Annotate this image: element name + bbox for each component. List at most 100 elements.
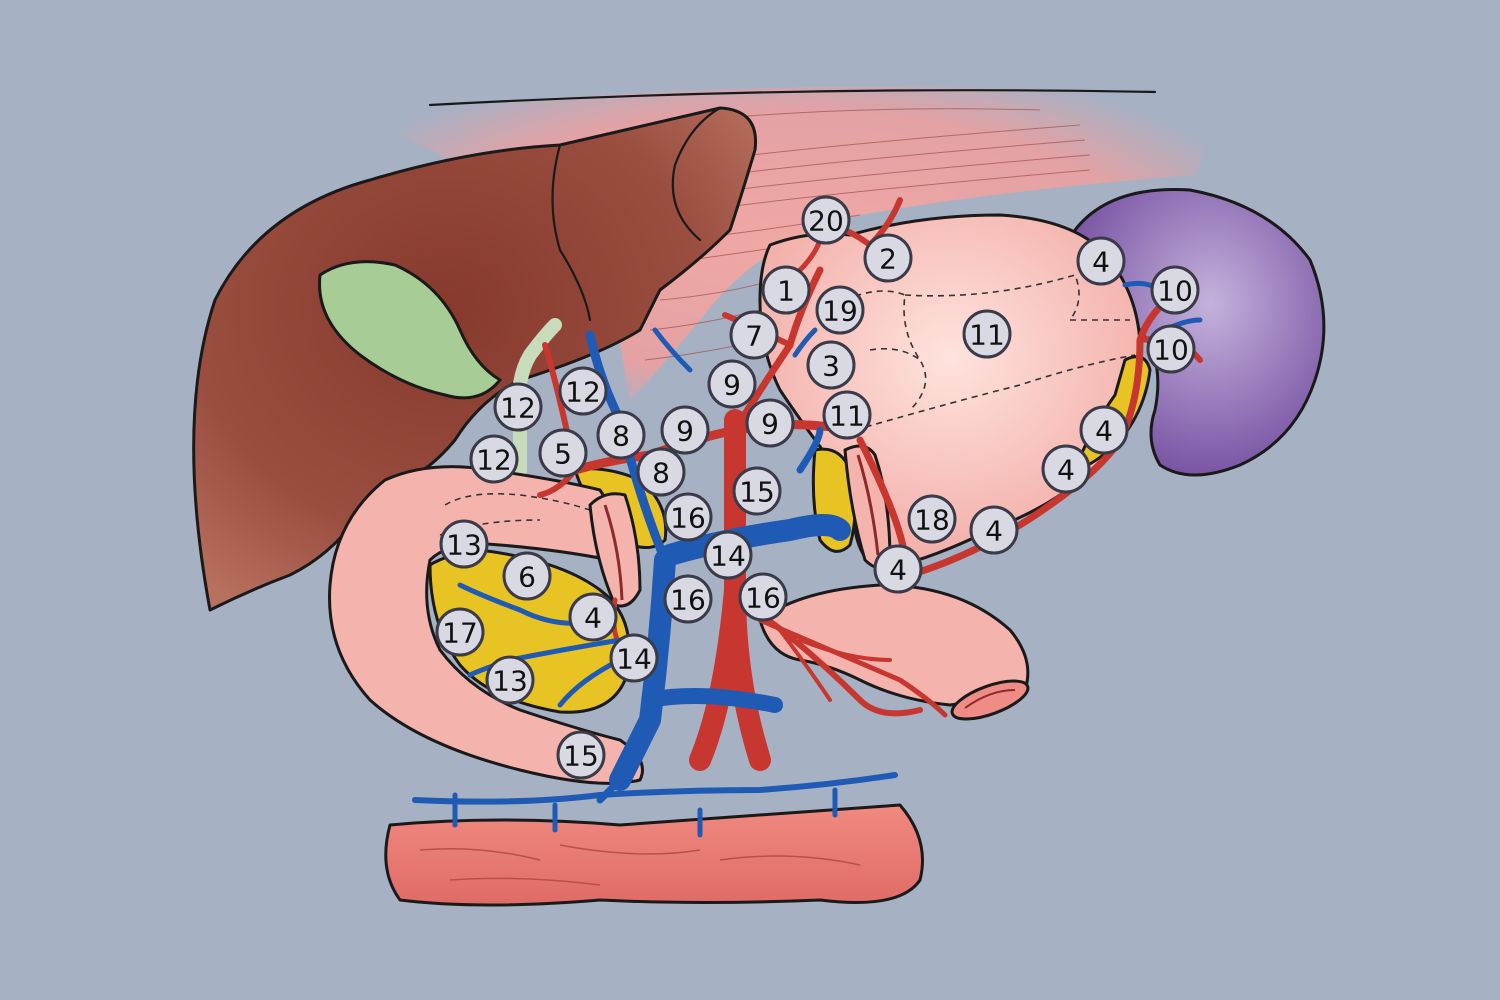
station-marker-10: 10 <box>1146 324 1196 374</box>
station-marker-20: 20 <box>801 195 851 245</box>
marker-circle <box>863 233 913 283</box>
transverse-colon <box>384 803 924 907</box>
marker-label: 8 <box>612 420 630 453</box>
station-marker-11: 11 <box>962 309 1012 359</box>
station-marker-3: 3 <box>806 340 856 390</box>
station-marker-12: 12 <box>558 366 608 416</box>
station-marker-4: 4 <box>969 505 1019 555</box>
station-marker-18: 18 <box>907 494 957 544</box>
station-marker-19: 19 <box>815 285 865 335</box>
marker-label: 14 <box>710 540 746 573</box>
marker-label: 11 <box>829 400 865 433</box>
marker-label: 10 <box>1153 334 1189 367</box>
marker-circle <box>745 398 795 448</box>
station-marker-8: 8 <box>636 447 686 497</box>
marker-circle <box>568 592 618 642</box>
marker-label: 8 <box>652 457 670 490</box>
marker-circle <box>822 390 872 440</box>
marker-label: 1 <box>777 275 795 308</box>
marker-circle <box>556 730 606 780</box>
station-marker-17: 17 <box>435 607 485 657</box>
station-marker-12: 12 <box>493 382 543 432</box>
marker-label: 2 <box>879 243 897 276</box>
marker-circle <box>703 530 753 580</box>
marker-circle <box>732 466 782 516</box>
marker-circle <box>663 492 713 542</box>
marker-circle <box>660 405 710 455</box>
station-marker-4: 4 <box>1079 405 1129 455</box>
station-marker-1: 1 <box>761 265 811 315</box>
marker-label: 12 <box>565 376 601 409</box>
marker-label: 14 <box>616 643 652 676</box>
marker-label: 16 <box>745 582 781 615</box>
station-marker-9: 9 <box>745 398 795 448</box>
marker-label: 13 <box>492 665 528 698</box>
marker-circle <box>729 310 779 360</box>
marker-label: 4 <box>1092 246 1110 279</box>
marker-label: 6 <box>518 561 536 594</box>
gallbladder <box>318 260 502 400</box>
marker-circle <box>1076 236 1126 286</box>
station-marker-4: 4 <box>1076 236 1126 286</box>
marker-circle <box>636 447 686 497</box>
marker-label: 20 <box>808 205 844 238</box>
station-marker-9: 9 <box>707 359 757 409</box>
marker-circle <box>485 655 535 705</box>
marker-label: 4 <box>985 515 1003 548</box>
station-marker-4: 4 <box>1041 444 1091 494</box>
marker-label: 4 <box>584 602 602 635</box>
marker-label: 4 <box>1057 454 1075 487</box>
marker-label: 7 <box>745 320 763 353</box>
marker-circle <box>538 428 588 478</box>
marker-label: 3 <box>822 350 840 383</box>
station-marker-11: 11 <box>822 390 872 440</box>
marker-label: 16 <box>670 584 706 617</box>
marker-circle <box>435 607 485 657</box>
marker-circle <box>1041 444 1091 494</box>
marker-circle <box>609 633 659 683</box>
station-marker-7: 7 <box>729 310 779 360</box>
station-marker-16: 16 <box>663 574 713 624</box>
station-marker-10: 10 <box>1150 265 1200 315</box>
marker-label: 9 <box>723 369 741 402</box>
station-marker-8: 8 <box>596 410 646 460</box>
station-marker-16: 16 <box>738 572 788 622</box>
marker-label: 15 <box>563 740 599 773</box>
marker-circle <box>815 285 865 335</box>
station-marker-13: 13 <box>439 519 489 569</box>
marker-label: 9 <box>761 408 779 441</box>
marker-circle <box>493 382 543 432</box>
marker-circle <box>439 519 489 569</box>
marker-circle <box>558 366 608 416</box>
marker-label: 11 <box>969 319 1005 352</box>
marker-circle <box>469 434 519 484</box>
marker-label: 17 <box>442 617 478 650</box>
station-marker-12: 12 <box>469 434 519 484</box>
marker-label: 13 <box>446 529 482 562</box>
station-marker-14: 14 <box>703 530 753 580</box>
marker-label: 16 <box>670 502 706 535</box>
station-marker-4: 4 <box>568 592 618 642</box>
marker-circle <box>907 494 957 544</box>
marker-circle <box>969 505 1019 555</box>
marker-circle <box>1079 405 1129 455</box>
marker-circle <box>596 410 646 460</box>
station-marker-15: 15 <box>556 730 606 780</box>
marker-circle <box>707 359 757 409</box>
marker-circle <box>962 309 1012 359</box>
station-marker-16: 16 <box>663 492 713 542</box>
marker-label: 9 <box>676 415 694 448</box>
marker-label: 12 <box>476 444 512 477</box>
marker-circle <box>1146 324 1196 374</box>
station-marker-9: 9 <box>660 405 710 455</box>
station-marker-2: 2 <box>863 233 913 283</box>
marker-circle <box>1150 265 1200 315</box>
colon-folds <box>419 844 861 886</box>
marker-circle <box>761 265 811 315</box>
venous-tree <box>412 280 1203 838</box>
marker-label: 5 <box>554 438 572 471</box>
marker-label: 4 <box>1095 415 1113 448</box>
marker-label: 12 <box>500 392 536 425</box>
station-marker-4: 4 <box>873 544 923 594</box>
